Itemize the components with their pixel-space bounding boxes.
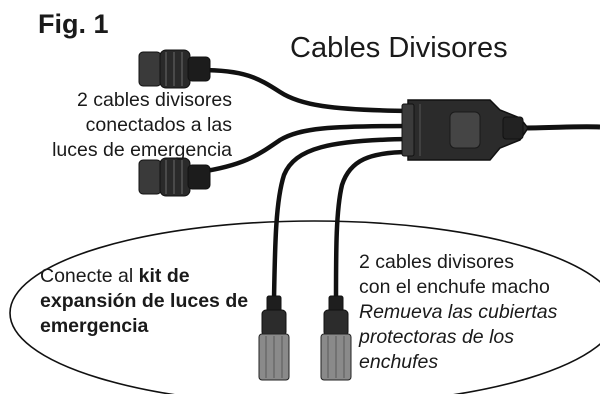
cable-down-right: [333, 149, 411, 301]
figure-label: Fig. 1: [38, 9, 109, 39]
callout-line: luces de emergencia: [52, 139, 232, 161]
cable-lower-left: [199, 123, 411, 175]
callout-ellipse: [9, 220, 600, 394]
callout-line: con el enchufe macho: [359, 276, 550, 298]
cable-down-left: [271, 136, 411, 301]
splitter-hub: [401, 99, 529, 161]
male-plug-left: [258, 295, 290, 381]
male-plug-right: [320, 295, 352, 381]
callout-line: 2 cables divisores: [77, 89, 232, 111]
callout-emergency-lights: 2 cables divisores conectados a las luce…: [0, 88, 232, 163]
callout-line: 2 cables divisores: [359, 251, 514, 273]
trunk-cable: [524, 124, 600, 131]
callout-italic-text: Remueva las cubiertas protectoras de los…: [359, 301, 558, 373]
diagram-title: Cables Divisores: [290, 32, 508, 64]
female-plug-upper: [138, 49, 211, 89]
callout-plain-text: Conecte al: [40, 265, 139, 287]
callout-line: conectados a las: [85, 114, 232, 136]
callout-male-plug: 2 cables divisores con el enchufe macho …: [359, 250, 594, 375]
callout-expansion-kit: Conecte al kit de expansión de luces de …: [40, 264, 270, 339]
female-plug-lower: [138, 157, 211, 197]
callout-bold-text: kit de expansión de luces de emergencia: [40, 265, 249, 337]
cable-upper-left: [199, 67, 411, 114]
